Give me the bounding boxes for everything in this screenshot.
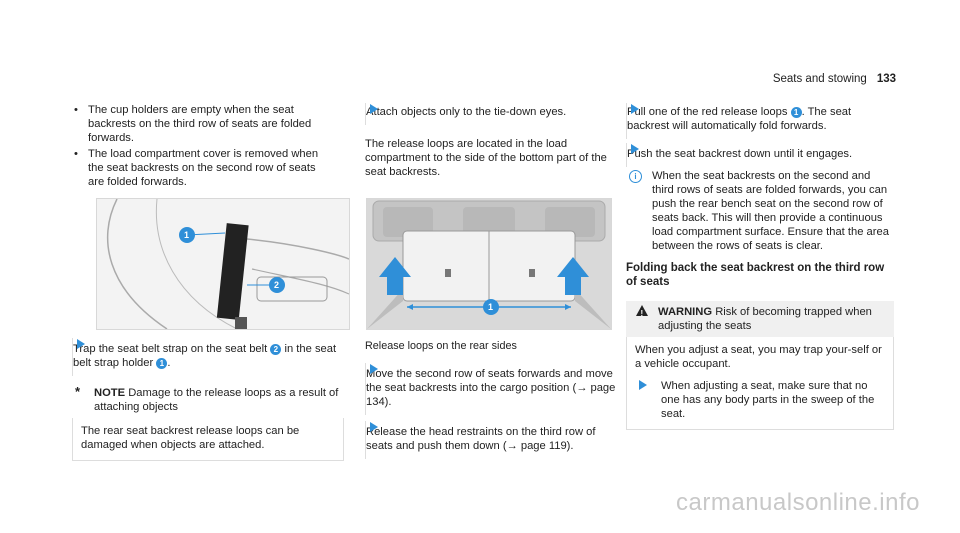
- note-icon: *: [75, 384, 81, 399]
- step-arrow-icon: [370, 422, 378, 432]
- callout-2: [269, 277, 285, 293]
- watermark: carmanualsonline.info: [676, 489, 920, 516]
- step-release-head-restraints: Release the head restraints on the third…: [365, 421, 619, 459]
- note-heading: * NOTE Damage to the release loops as a …: [75, 384, 339, 414]
- warning-heading: ! WARNING Risk of becoming trapped when …: [626, 301, 894, 337]
- step-pull-loop: Pull one of the red release loops 1. The…: [626, 103, 894, 139]
- column-2: Attach objects only to the tie-down eyes…: [365, 103, 609, 179]
- note-box: The rear seat backrest release loops can…: [72, 418, 344, 461]
- list-item: The cup holders are empty when the seat …: [72, 103, 334, 145]
- callout-2-icon: 2: [270, 343, 282, 355]
- info-note: i When the seat backrests on the second …: [626, 169, 894, 253]
- release-loops-figure: 1: [366, 198, 612, 330]
- info-icon: i: [629, 170, 642, 183]
- column-3: Pull one of the red release loops 1. The…: [626, 103, 894, 430]
- step-attach: Attach objects only to the tie-down eyes…: [365, 103, 609, 125]
- section-heading: Folding back the seat backrest on the th…: [626, 262, 885, 288]
- callout-1-icon: 1: [790, 106, 802, 118]
- step-trap-belt: Trap the seat belt strap on the seat bel…: [72, 338, 344, 376]
- warning-body: When you adjust a seat, you may trap you…: [626, 337, 894, 430]
- step-arrow-icon: [631, 144, 639, 154]
- page-number: 133: [876, 73, 896, 85]
- column-2-lower: Release loops on the rear sides Move the…: [365, 339, 619, 459]
- figure-caption: Release loops on the rear sides: [365, 340, 517, 352]
- section-title: Seats and stowing: [772, 73, 867, 85]
- seat-belt-illustration: [97, 199, 349, 329]
- warning-box: ! WARNING Risk of becoming trapped when …: [626, 301, 894, 430]
- step-arrow-icon: [77, 339, 85, 349]
- callout-2-label: 2: [274, 280, 280, 290]
- callout-1: [179, 227, 195, 243]
- column-1: The cup holders are empty when the seat …: [72, 103, 334, 191]
- step-arrow-icon: [370, 104, 378, 114]
- list-item: The load compartment cover is removed wh…: [72, 147, 334, 189]
- column-1-lower: Trap the seat belt strap on the seat bel…: [72, 338, 344, 461]
- callout-1-icon: 1: [156, 357, 168, 369]
- step-arrow-icon: [370, 364, 378, 374]
- step-push-backrest: Push the seat backrest down until it eng…: [626, 143, 894, 167]
- step-move-seats: Move the second row of seats forwards an…: [365, 363, 619, 415]
- load-compartment-illustration: [367, 199, 611, 329]
- callout-1-label: 1: [184, 230, 190, 240]
- callout-1-label: 1: [488, 302, 494, 312]
- bullet-list: The cup holders are empty when the seat …: [72, 103, 334, 189]
- callout-1: [483, 299, 499, 315]
- seat-belt-figure: 1 2: [96, 198, 350, 330]
- step-arrow-icon: [631, 104, 639, 114]
- page-header: Seats and stowing 133: [773, 72, 896, 86]
- step-warning: When adjusting a seat, make sure that no…: [635, 379, 885, 421]
- intro-text: The release loops are located in the loa…: [365, 138, 607, 178]
- warning-icon: !: [636, 305, 648, 318]
- step-arrow-icon: [639, 380, 647, 390]
